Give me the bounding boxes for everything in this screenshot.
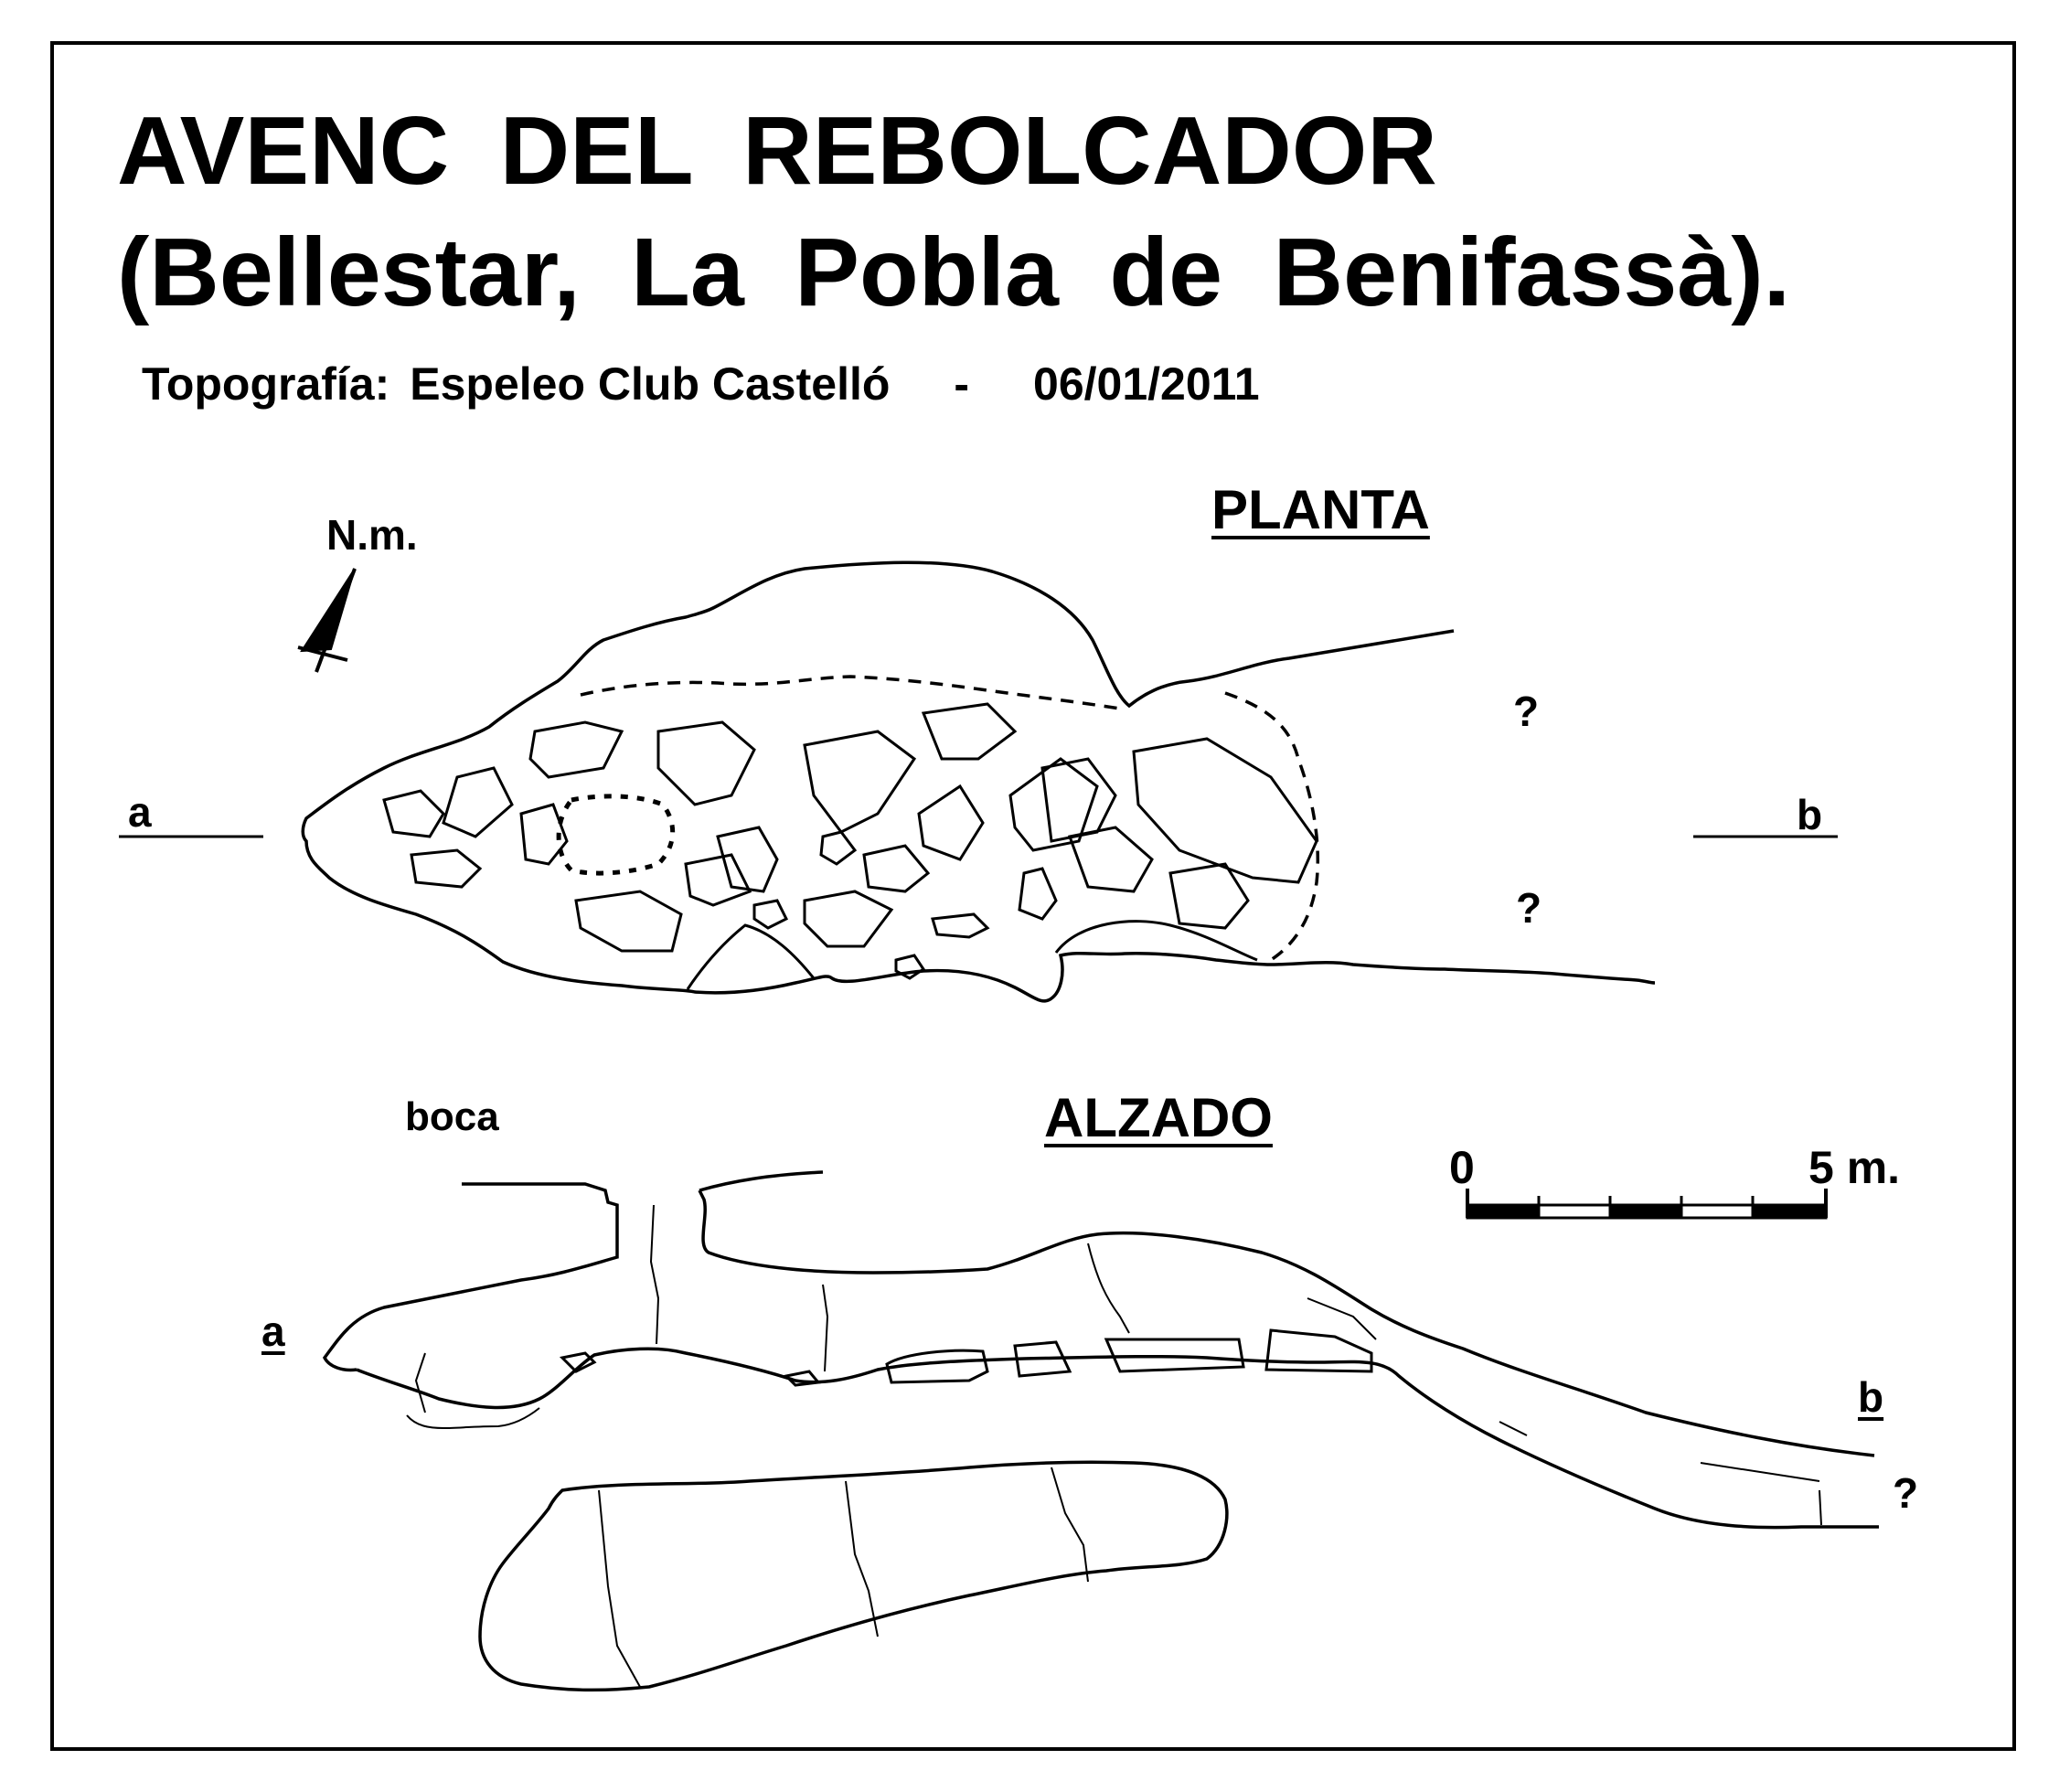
boulder: [1132, 737, 1318, 884]
boulder: [519, 803, 569, 866]
scale-start-label: 0: [1449, 1142, 1475, 1193]
north-arrow-icon: [297, 568, 357, 673]
elevation-unknown-end-label: ?: [1893, 1469, 1919, 1517]
credit-separator: -: [954, 358, 970, 410]
credit-author: Espeleo Club Castelló: [410, 358, 891, 410]
boulder: [656, 720, 756, 806]
map-location: (Bellestar, La Pobla de Benifassà).: [117, 219, 1791, 326]
boulder: [410, 848, 483, 889]
plan-unknown-upper-label: ?: [1513, 688, 1540, 735]
plan-dashed-ceiling-edge: [580, 675, 1121, 710]
plan-drop-edge: [686, 923, 816, 990]
elevation-boulders: [559, 1328, 1373, 1387]
elevation-shaft-wall: [649, 1204, 660, 1345]
map-frame: [50, 41, 2016, 1751]
scale-segment: [1753, 1205, 1826, 1218]
elevation-floor-hatch: [406, 1407, 540, 1430]
north-label: N.m.: [326, 511, 418, 559]
boulder: [684, 853, 752, 907]
plan-cave-outline: [301, 560, 1656, 1003]
boulder: [862, 844, 931, 893]
plan-dashed-right-edge: [1224, 691, 1320, 962]
boulder: [1040, 757, 1117, 843]
elevation-shaft-wall: [822, 1284, 829, 1372]
entrance-label: boca: [405, 1094, 499, 1139]
boulder: [528, 720, 624, 779]
boulder: [931, 912, 990, 939]
scale-end-label: 5 m.: [1808, 1142, 1901, 1193]
elevation-fractures: [414, 1243, 1822, 1526]
scale-segment: [1610, 1205, 1681, 1218]
boulder: [1067, 826, 1154, 893]
survey-credit: Topografía: Espeleo Club Castelló - 06/01/2…: [142, 361, 1260, 407]
scale-segment: [1467, 1205, 1539, 1218]
plan-section-end-label: b: [1797, 791, 1823, 838]
boulder: [442, 766, 514, 838]
elevation-ceiling-left: [322, 1182, 619, 1372]
elevation-heading: ALZADO: [1044, 1087, 1273, 1148]
elevation-section-end-label: b: [1858, 1373, 1884, 1421]
boulder: [819, 830, 858, 866]
boulder: [803, 730, 917, 834]
boulder: [1018, 867, 1058, 921]
elevation-floor: [356, 1347, 1879, 1530]
elevation-lower-fractures: [598, 1467, 1089, 1688]
elevation-view: [322, 1170, 1879, 1692]
boulder: [1168, 862, 1250, 930]
boulder: [921, 702, 1018, 761]
elevation-ceiling-right: [698, 1189, 1875, 1457]
boulder: [917, 784, 985, 861]
credit-date: 06/01/2011: [1033, 358, 1260, 410]
elevation-lower-chamber: [478, 1460, 1229, 1692]
map-title: AVENC DEL REBOLCADOR: [117, 97, 1437, 205]
boulder: [752, 899, 789, 930]
boulder: [803, 890, 894, 948]
plan-drop-edge: [1054, 920, 1258, 962]
boulder: [382, 789, 445, 838]
plan-shaft-outline: [556, 794, 676, 876]
boulder: [1008, 757, 1099, 852]
boulder: [716, 826, 779, 893]
credit-label: Topografía:: [142, 358, 390, 410]
plan-boulders: [382, 702, 1318, 980]
elevation-entrance-rim: [699, 1170, 824, 1192]
plan-section-start-label: a: [128, 788, 152, 836]
plan-unknown-lower-label: ?: [1516, 884, 1542, 932]
boulder: [894, 954, 926, 980]
plan-heading: PLANTA: [1211, 479, 1430, 540]
plan-view: [301, 560, 1656, 1003]
scale-bar: [1466, 1189, 1828, 1220]
boulder: [574, 890, 683, 953]
elevation-section-start-label: a: [261, 1307, 285, 1355]
